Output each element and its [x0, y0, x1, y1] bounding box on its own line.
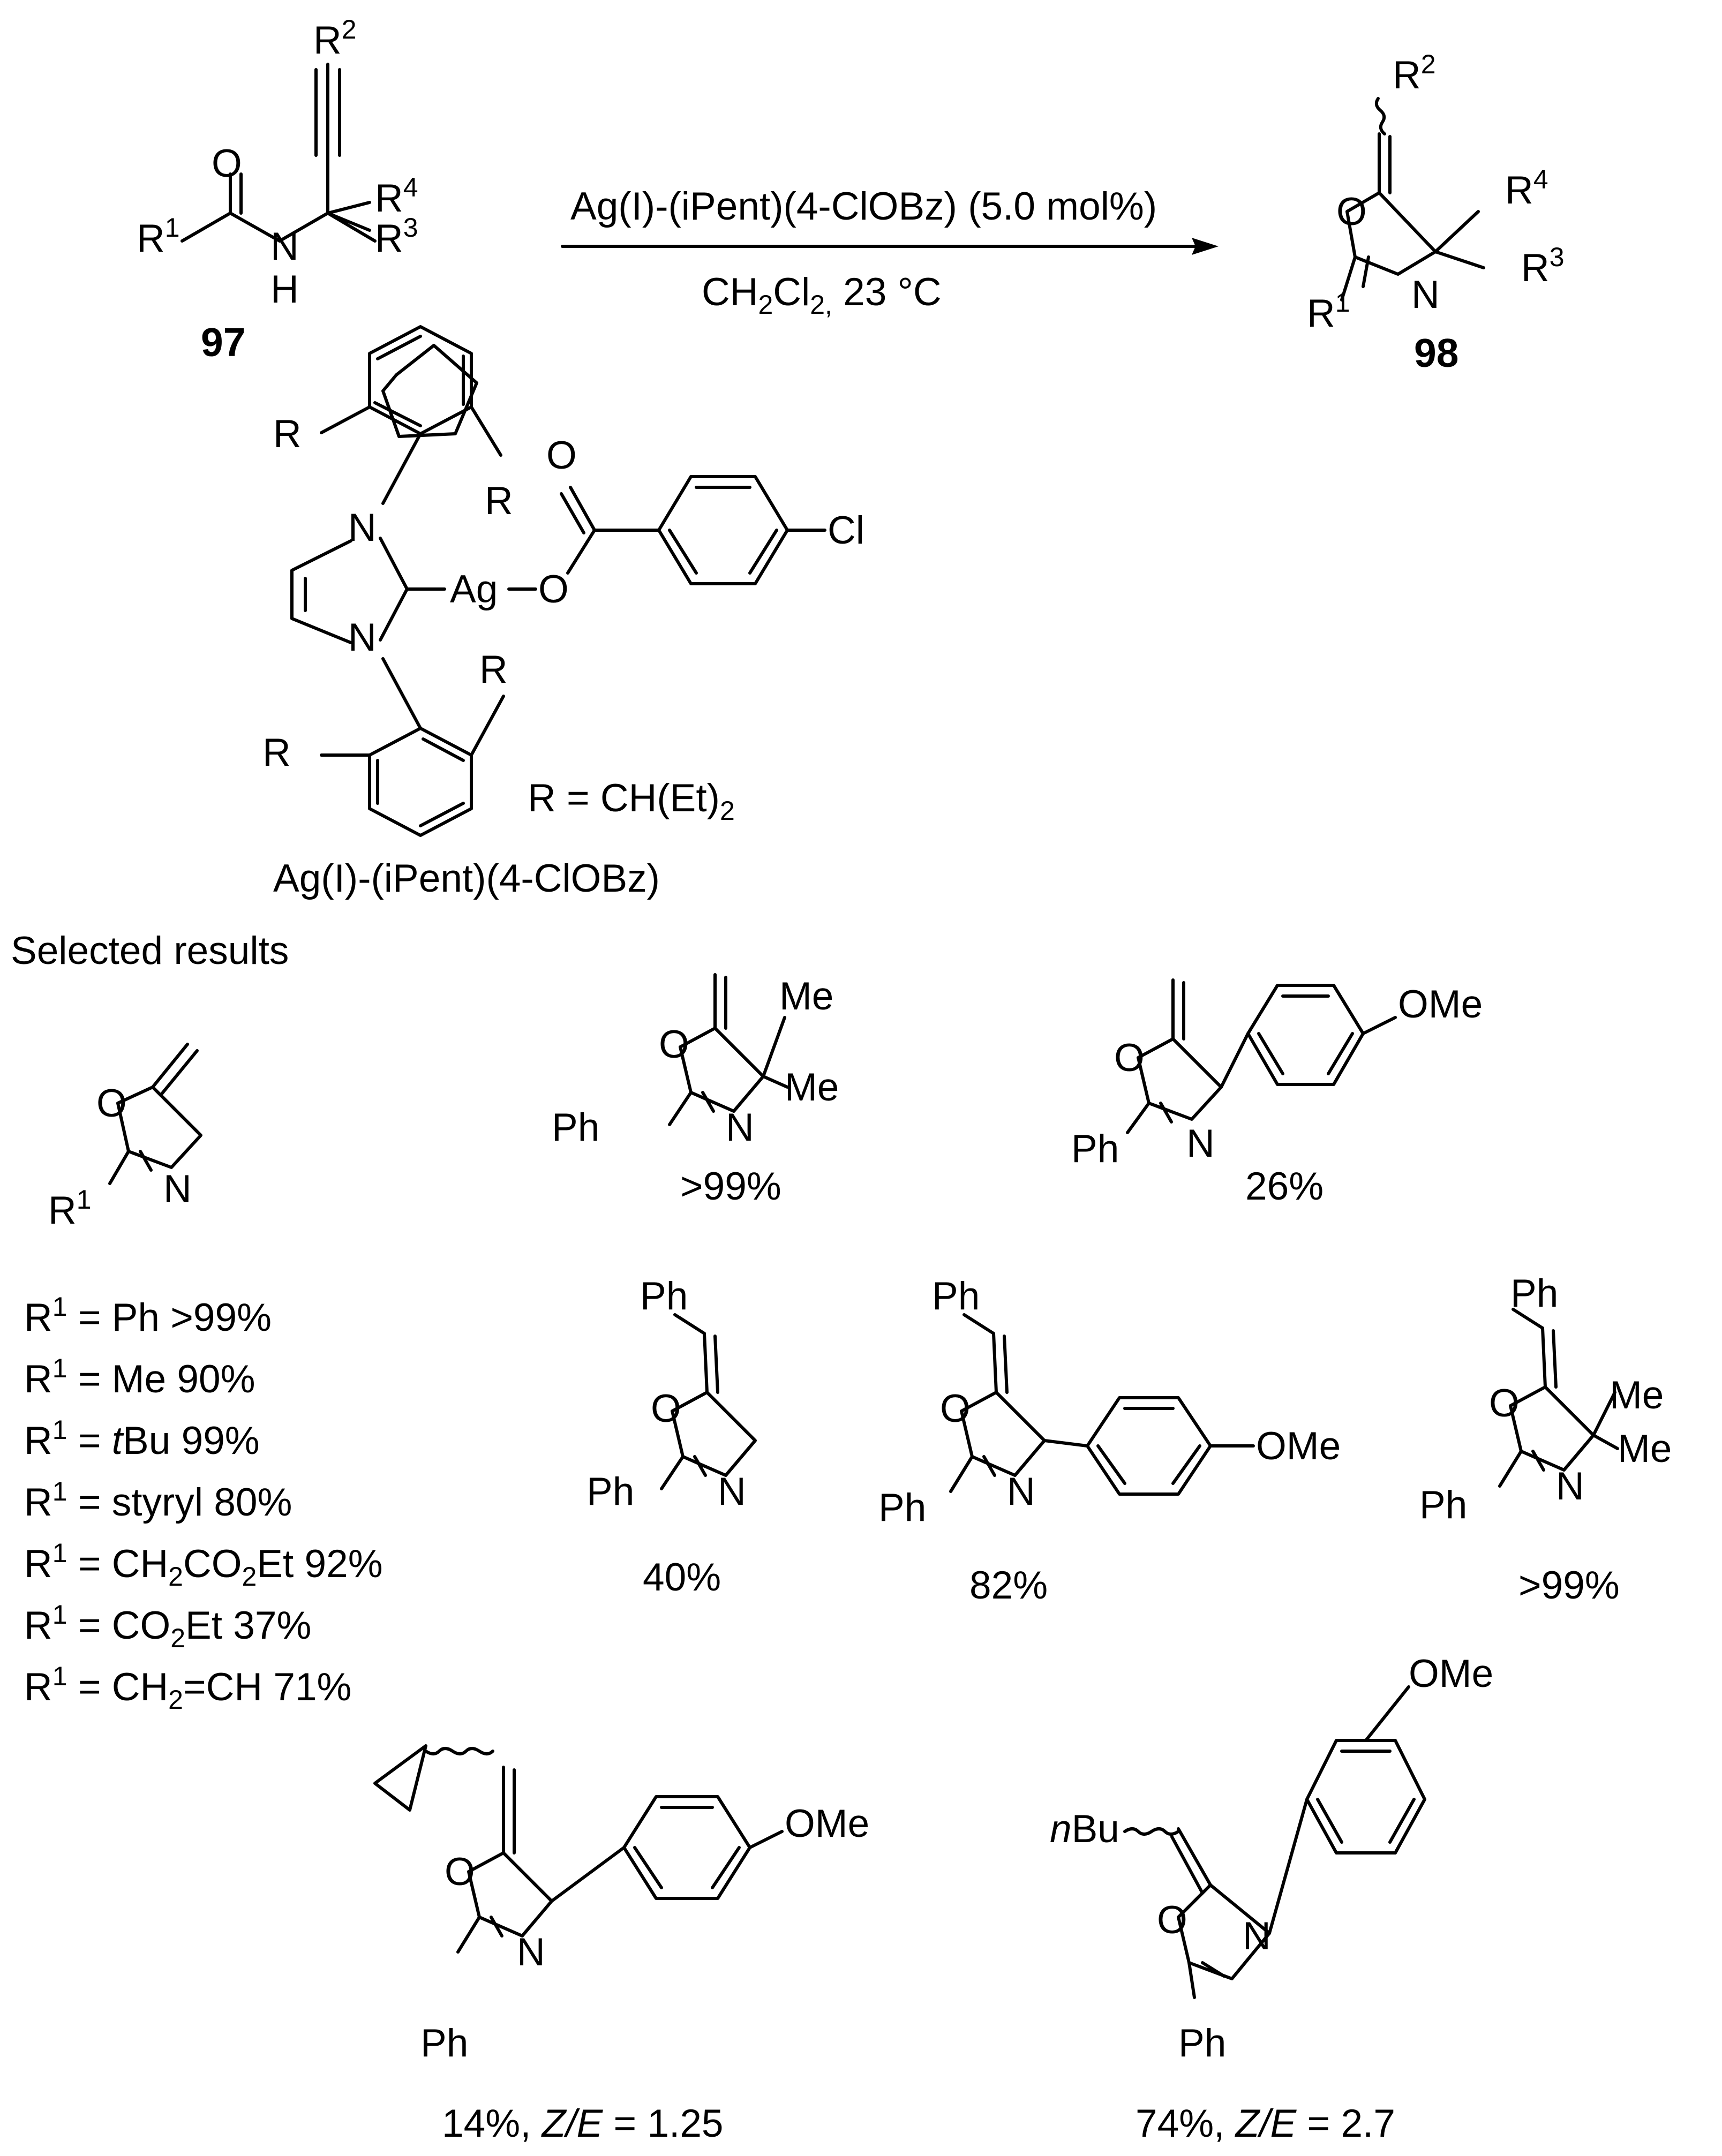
result-d-ph-top: Ph: [932, 1275, 980, 1318]
result-g-n: N: [1243, 1914, 1271, 1958]
result-e-o: O: [1489, 1382, 1520, 1425]
generic-r1: R1: [48, 1185, 92, 1232]
result-g-ome: OMe: [1409, 1652, 1493, 1695]
product-atom-r2: R2: [1393, 49, 1436, 97]
result-b-ome: OMe: [1398, 983, 1483, 1026]
catalyst-cl: Cl: [828, 509, 864, 552]
generic-o: O: [96, 1082, 127, 1125]
atom-n: N: [270, 225, 299, 268]
result-f-cyclopropyl: O N OMe Ph 14%, Z/E = 1.25: [373, 1744, 869, 2145]
result-a-me2: Me: [785, 1066, 839, 1109]
generic-n: N: [163, 1167, 192, 1211]
r1-item-tbu: R1 = tBu 99%: [24, 1415, 260, 1463]
result-a-ph: Ph: [552, 1106, 599, 1149]
starting-material-97: O N H R1 R2 R4 R3 97: [137, 14, 418, 365]
r1-item-ph: R1 = Ph >99%: [24, 1292, 272, 1339]
result-d-o: O: [940, 1387, 971, 1430]
atom-r3: R3: [375, 213, 418, 260]
yield-c: 40%: [643, 1556, 721, 1599]
solvent-conditions: CH2Cl2, 23 °C: [702, 270, 942, 320]
catalyst-structure: R R N N Ag O O Cl R R R = CH(Et)2 Ag(I)-…: [262, 325, 864, 900]
catalyst-name: Ag(I)-(iPent)(4-ClOBz): [273, 857, 660, 900]
yield-e: >99%: [1518, 1564, 1620, 1607]
result-a-me1: Me: [779, 975, 833, 1018]
product-98: O N R2 R4 R3 R1 98: [1307, 49, 1565, 375]
catalyst-r-bottom-right: R: [479, 648, 508, 691]
compound-label-98: 98: [1414, 330, 1458, 375]
result-b-n: N: [1186, 1122, 1215, 1165]
catalyst-r-top-right: R: [485, 479, 513, 523]
catalyst-n-top: N: [348, 506, 377, 549]
reagent-text: Ag(I)-(iPent)(4-ClOBz) (5.0 mol%): [570, 185, 1157, 228]
result-f-o: O: [445, 1850, 475, 1894]
result-d-n: N: [1007, 1470, 1035, 1513]
r1-results-list: R1 = Ph >99% R1 = Me 90% R1 = tBu 99% R1…: [24, 1292, 383, 1715]
result-f-ome: OMe: [785, 1802, 869, 1845]
atom-r4: R4: [375, 172, 418, 220]
result-b-o: O: [1114, 1036, 1145, 1080]
result-c-benzylidene: Ph O N Ph 40%: [586, 1275, 757, 1599]
atom-o: O: [212, 142, 242, 185]
result-c-n: N: [718, 1470, 746, 1513]
result-b-aryl: O N OMe Ph 26%: [1071, 978, 1483, 1208]
result-a-n: N: [726, 1106, 754, 1149]
product-atom-o: O: [1336, 190, 1367, 233]
catalyst-n-bottom: N: [348, 616, 377, 659]
catalyst-r-definition: R = CH(Et)2: [528, 777, 735, 826]
catalyst-r-bottom-left: R: [262, 731, 291, 774]
result-g-o: O: [1157, 1898, 1187, 1942]
result-e-ph: Ph: [1419, 1483, 1467, 1527]
result-e-benzylidene-dimethyl: Ph O N Me Me Ph >99%: [1419, 1272, 1672, 1607]
result-g-ph: Ph: [1178, 2022, 1226, 2065]
result-f-ph: Ph: [420, 2022, 468, 2065]
yield-g: 74%, Z/E = 2.7: [1136, 2102, 1395, 2145]
result-c-ph: Ph: [586, 1470, 634, 1513]
yield-b: 26%: [1245, 1165, 1324, 1208]
result-f-n: N: [517, 1931, 545, 1974]
result-g-butyl: O N OMe nBu Ph 74%, Z/E = 2.7: [1050, 1652, 1493, 2145]
atom-r2: R2: [313, 14, 357, 62]
result-a-dimethyl: O N Me Me Ph >99%: [552, 973, 839, 1208]
catalyst-o-carbonyl: O: [546, 434, 577, 477]
r1-item-co2et: R1 = CO2Et 37%: [24, 1600, 311, 1653]
result-d-ome: OMe: [1256, 1424, 1341, 1468]
result-e-ph-top: Ph: [1510, 1272, 1558, 1315]
r1-item-vinyl: R1 = CH2=CH 71%: [24, 1661, 351, 1715]
result-c-o: O: [651, 1387, 681, 1430]
results-heading: Selected results: [11, 929, 289, 973]
yield-d: 82%: [969, 1564, 1048, 1607]
r1-item-ch2co2et: R1 = CH2CO2Et 92%: [24, 1538, 383, 1592]
result-e-me2: Me: [1618, 1427, 1672, 1471]
result-e-n: N: [1556, 1465, 1584, 1508]
product-atom-n: N: [1411, 273, 1440, 316]
reaction-arrow: Ag(I)-(iPent)(4-ClOBz) (5.0 mol%) CH2Cl2…: [561, 185, 1219, 320]
generic-oxazoline: O N R1: [48, 1043, 202, 1232]
result-c-ph-top: Ph: [640, 1275, 688, 1318]
result-d-benzylidene-aryl: Ph O N OMe Ph 82%: [878, 1275, 1341, 1607]
atom-r1: R1: [137, 213, 180, 260]
compound-label-97: 97: [201, 320, 245, 365]
catalyst-o-ester: O: [538, 568, 569, 611]
catalyst-ag: Ag: [450, 568, 498, 611]
catalyst-r-top-left: R: [273, 412, 302, 456]
result-a-o: O: [659, 1023, 689, 1066]
product-atom-r4: R4: [1505, 164, 1548, 212]
result-d-ph: Ph: [878, 1486, 926, 1529]
result-g-nbu: nBu: [1050, 1807, 1119, 1851]
r1-item-styryl: R1 = styryl 80%: [24, 1476, 292, 1524]
result-e-me1: Me: [1610, 1374, 1664, 1417]
yield-f: 14%, Z/E = 1.25: [442, 2102, 724, 2145]
product-atom-r3: R3: [1521, 242, 1565, 290]
product-atom-r1: R1: [1307, 288, 1350, 335]
result-b-ph: Ph: [1071, 1127, 1119, 1171]
r1-item-me: R1 = Me 90%: [24, 1353, 255, 1401]
atom-h: H: [270, 268, 299, 311]
yield-a: >99%: [680, 1165, 781, 1208]
